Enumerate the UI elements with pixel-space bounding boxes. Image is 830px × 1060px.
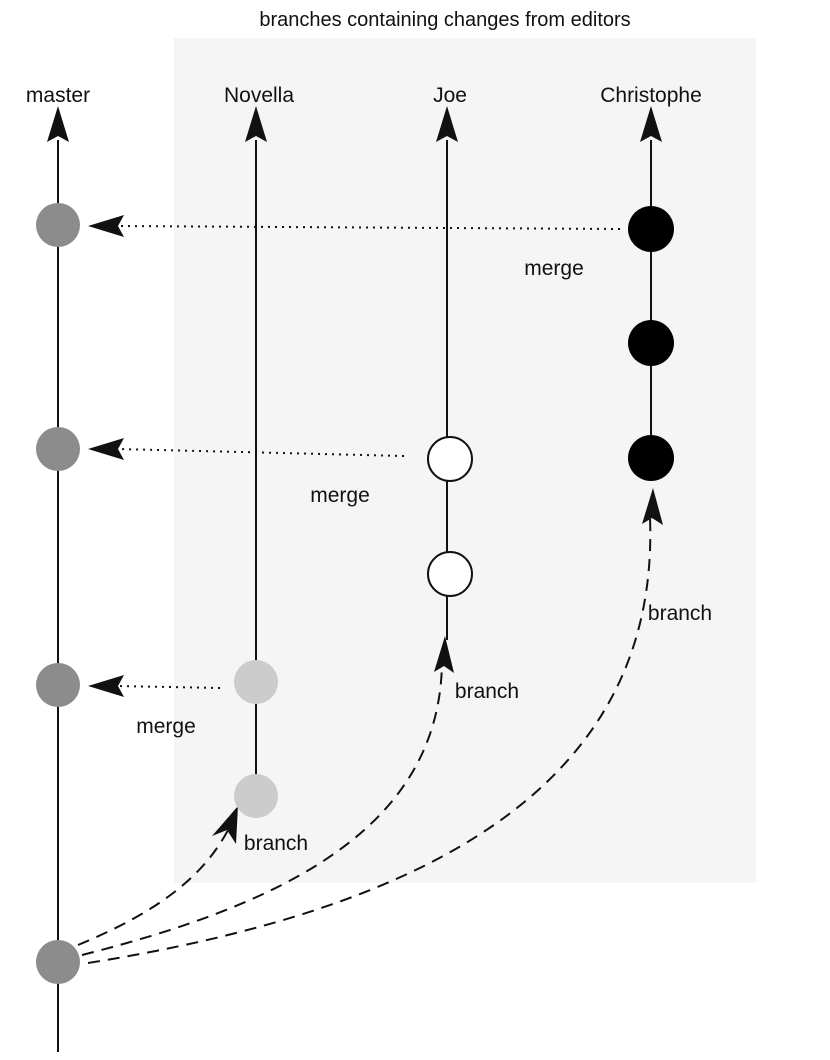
branch-label-master: master <box>26 84 90 107</box>
branch-arrow-christophe <box>642 488 663 525</box>
joe-arrowhead <box>436 106 458 142</box>
novella-commit <box>234 774 278 818</box>
diagram-title: branches containing changes from editors <box>259 9 630 31</box>
master-commit-base <box>36 940 80 984</box>
merge-arrow-christophe <box>88 215 124 237</box>
merge-arrow-joe <box>88 438 124 460</box>
master-commit <box>36 203 80 247</box>
merge-label-novella: merge <box>136 715 196 738</box>
branch-label-christophe-annotation: branch <box>648 602 712 625</box>
branch-label-christophe: Christophe <box>600 84 702 107</box>
master-commit <box>36 663 80 707</box>
christophe-commit <box>628 435 674 481</box>
christophe-commit <box>628 206 674 252</box>
branch-curve-joe <box>81 661 443 956</box>
joe-commit <box>427 551 473 597</box>
master-commit <box>36 427 80 471</box>
merge-arrow-novella <box>88 675 124 697</box>
merge-line-novella <box>117 685 221 689</box>
branch-label-joe-annotation: branch <box>455 680 519 703</box>
christophe-arrowhead <box>640 106 662 142</box>
christophe-commit <box>628 320 674 366</box>
merge-line-joe <box>117 448 405 457</box>
joe-commit <box>427 436 473 482</box>
branch-label-joe: Joe <box>433 84 467 107</box>
novella-arrowhead <box>245 106 267 142</box>
branch-label-novella-annotation: branch <box>244 832 308 855</box>
branch-arrow-novella <box>212 806 238 844</box>
branch-curve-christophe <box>87 517 652 964</box>
novella-commit <box>234 660 278 704</box>
merge-label-joe: merge <box>310 484 370 507</box>
branch-label-novella: Novella <box>224 84 294 107</box>
merge-label-christophe: merge <box>524 257 584 280</box>
branch-arrow-joe <box>434 636 454 673</box>
master-arrowhead <box>47 106 69 142</box>
branch-curve-novella <box>77 821 233 946</box>
